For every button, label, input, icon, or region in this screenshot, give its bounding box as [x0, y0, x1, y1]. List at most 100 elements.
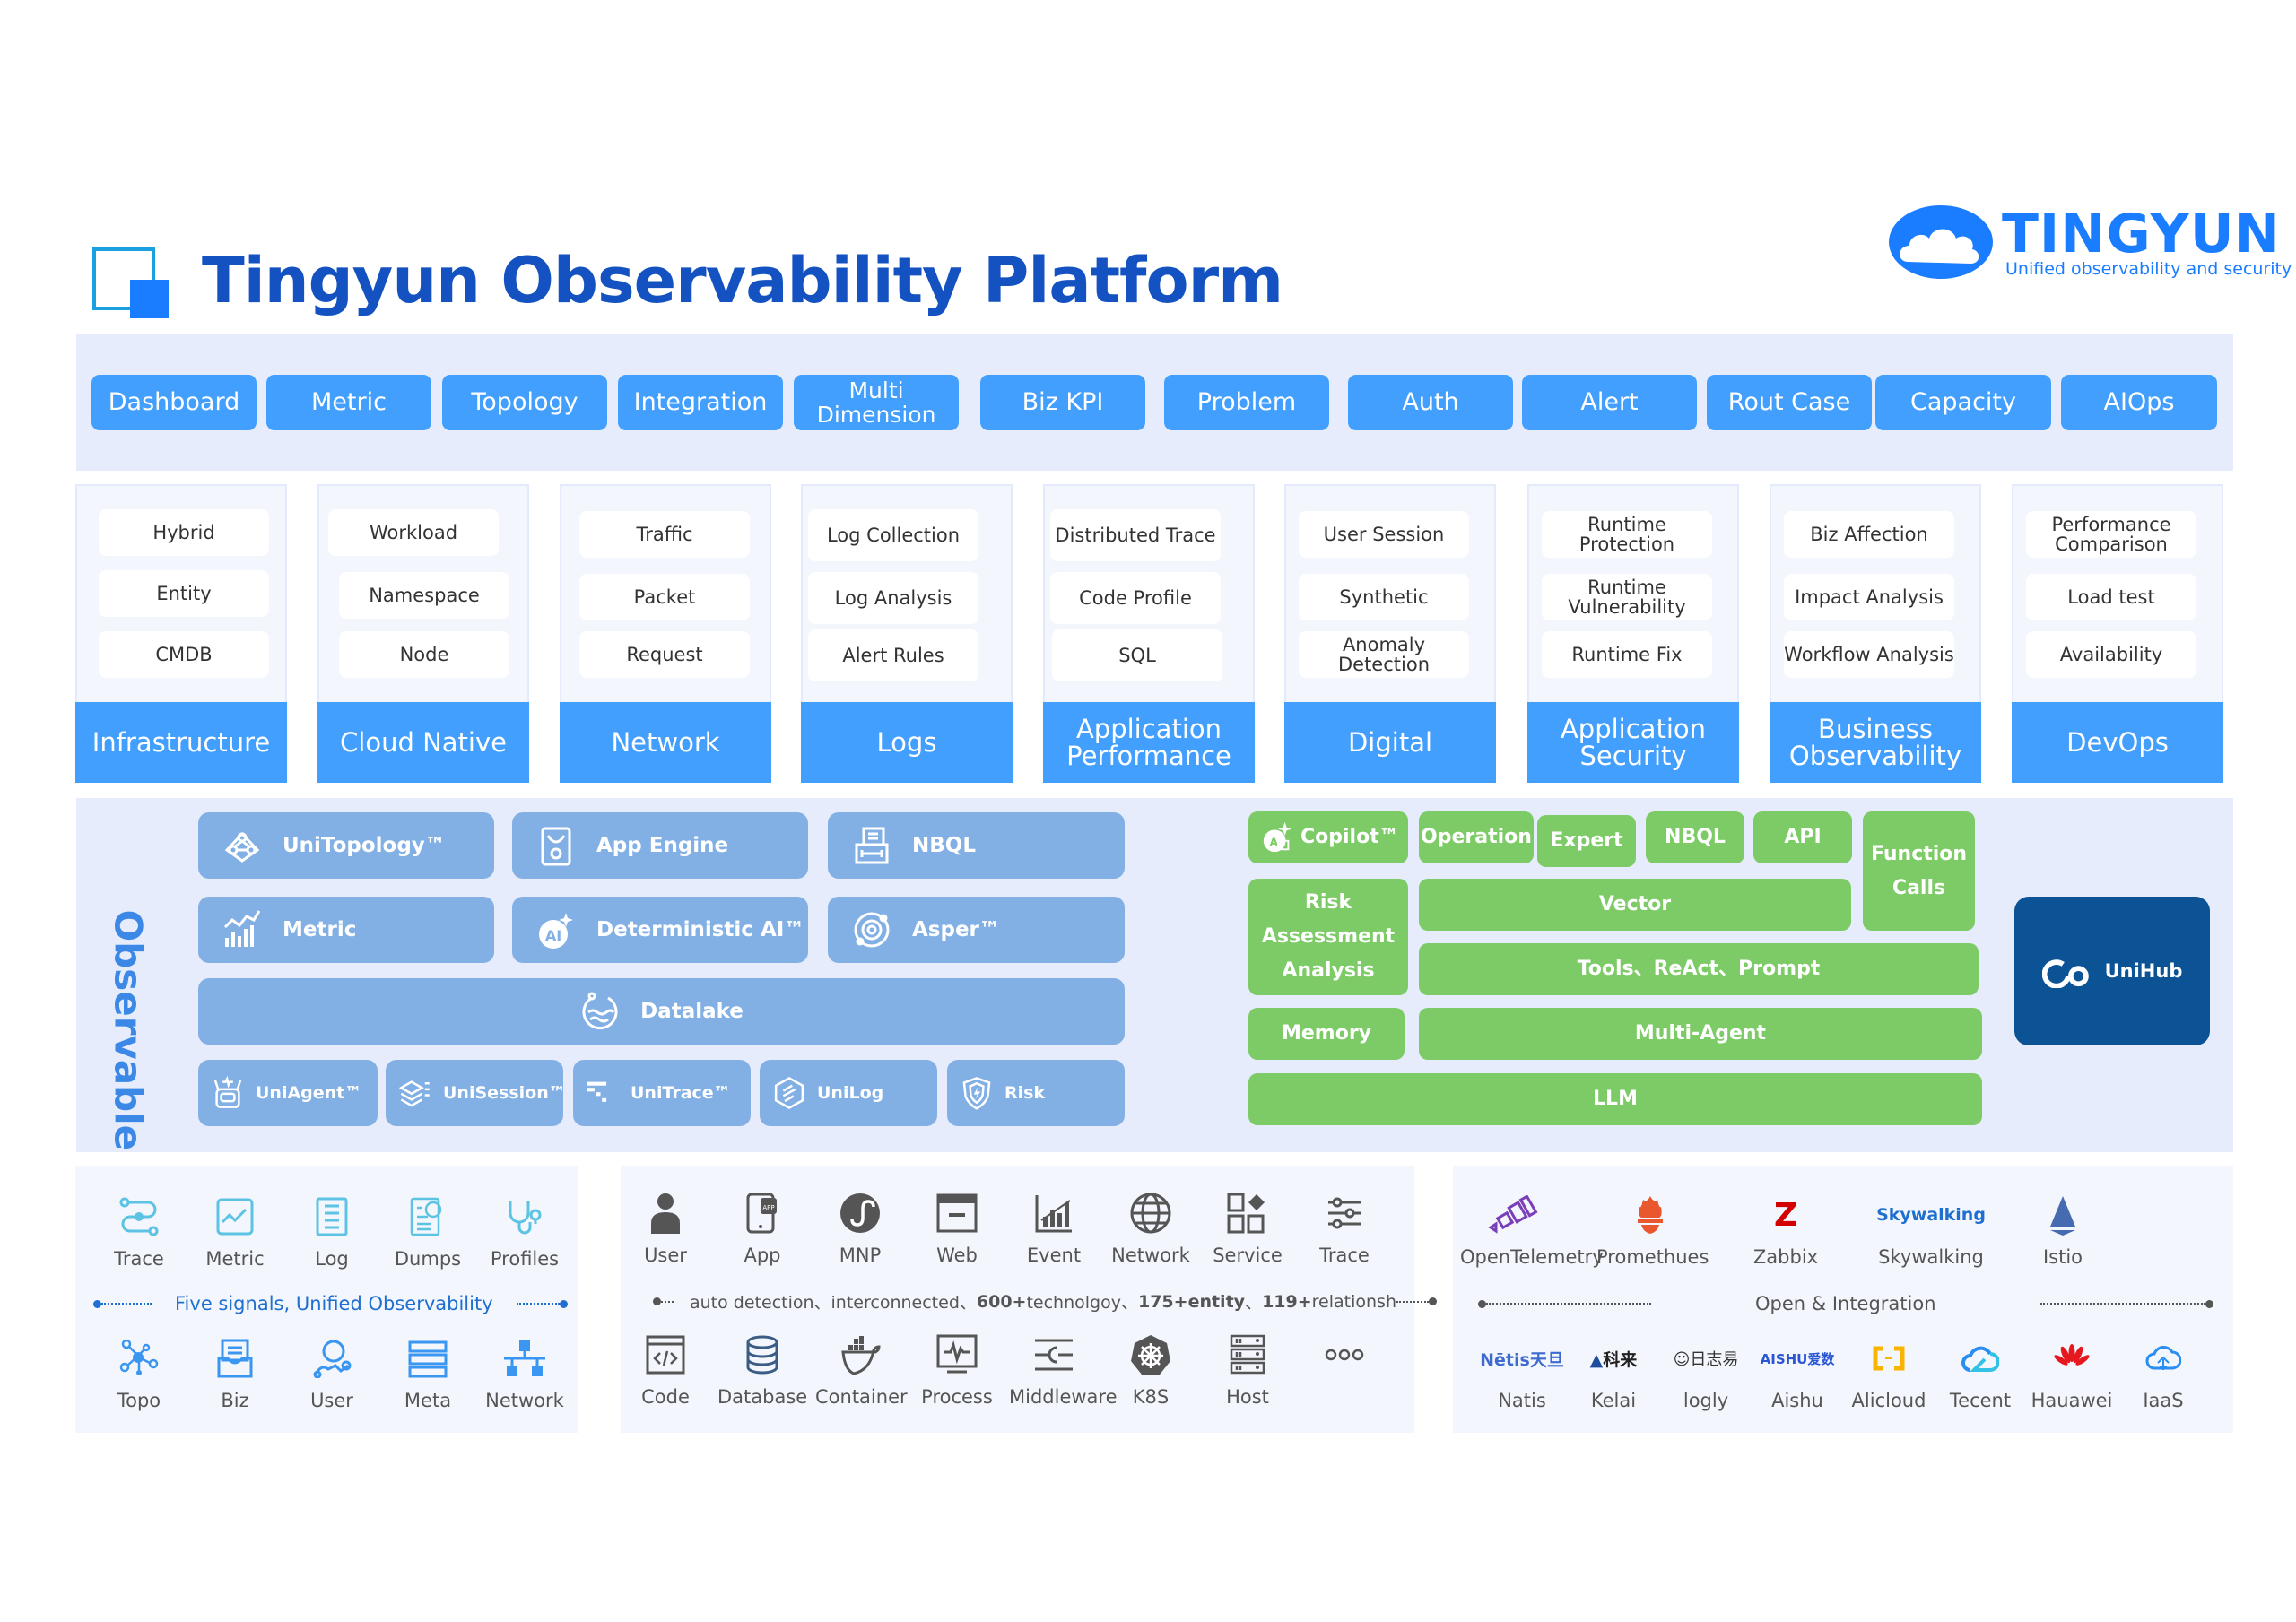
entity-code[interactable]: Code — [621, 1332, 710, 1408]
signal-biz[interactable]: Biz — [190, 1336, 280, 1411]
ai-multi-agent[interactable]: Multi-Agent — [1419, 1008, 1982, 1060]
entity-web[interactable]: Web — [912, 1191, 1002, 1266]
unihub-card[interactable]: UniHub — [2014, 897, 2210, 1045]
module-label[interactable]: Application Security — [1527, 702, 1739, 783]
agent-unitrace[interactable]: UniTrace™ — [573, 1060, 751, 1126]
module-item[interactable]: Availability — [2026, 631, 2196, 678]
engine-app-engine[interactable]: App Engine — [512, 812, 808, 879]
header-button-biz-kpi[interactable]: Biz KPI — [980, 375, 1145, 430]
agent-unisession[interactable]: UniSession™ — [386, 1060, 566, 1126]
engine-metric[interactable]: Metric — [198, 897, 494, 963]
module-item[interactable]: Runtime Protection — [1542, 511, 1712, 558]
header-button-integration[interactable]: Integration — [618, 375, 783, 430]
module-item[interactable]: Impact Analysis — [1784, 574, 1954, 620]
module-item[interactable]: Packet — [579, 574, 750, 620]
module-label[interactable]: Logs — [801, 702, 1013, 783]
ai-expert[interactable]: Expert — [1537, 815, 1636, 867]
signal-network[interactable]: Network — [480, 1336, 570, 1411]
entity-host[interactable]: Host — [1203, 1332, 1292, 1408]
module-label[interactable]: Business Observability — [1770, 702, 1981, 783]
ai-tools-react-prompt[interactable]: Tools、ReAct、Prompt — [1419, 943, 1979, 995]
signal-metric[interactable]: Metric — [190, 1194, 280, 1270]
module-item[interactable]: Node — [339, 631, 509, 678]
module-item[interactable]: Distributed Trace — [1050, 509, 1221, 561]
header-button-problem[interactable]: Problem — [1164, 375, 1329, 430]
entity-more[interactable] — [1300, 1332, 1389, 1377]
module-item[interactable]: Hybrid — [99, 509, 269, 556]
module-item[interactable]: Synthetic — [1299, 574, 1469, 620]
module-item[interactable]: Log Analysis — [808, 572, 978, 624]
module-item[interactable]: CMDB — [99, 631, 269, 678]
module-item[interactable]: Code Profile — [1050, 572, 1221, 624]
integration-alicloud[interactable]: Alicloud — [1844, 1336, 1934, 1411]
module-item[interactable]: Log Collection — [808, 509, 978, 561]
header-button-alert[interactable]: Alert — [1522, 375, 1697, 430]
header-button-dashboard[interactable]: Dashboard — [91, 375, 257, 430]
ai-nbql[interactable]: NBQL — [1646, 811, 1744, 863]
engine-nbql[interactable]: NBQL — [828, 812, 1125, 879]
integration-logly[interactable]: ☺日志易 logly — [1661, 1336, 1751, 1411]
entity-network[interactable]: Network — [1106, 1191, 1196, 1266]
signal-topo[interactable]: Topo — [94, 1336, 184, 1411]
entity-user[interactable]: User — [621, 1191, 710, 1266]
module-item[interactable]: Runtime Fix — [1542, 631, 1712, 678]
integration-kelai[interactable]: ▲科来 Kelai — [1569, 1336, 1658, 1412]
entity-process[interactable]: Process — [912, 1332, 1002, 1408]
module-item[interactable]: Performance Comparison — [2026, 511, 2196, 558]
integration-prometheus[interactable]: Promethues — [1596, 1193, 1709, 1268]
header-button-metric[interactable]: Metric — [266, 375, 431, 430]
integration-aishu[interactable]: AISHU爱数 Aishu — [1752, 1336, 1842, 1412]
entity-container[interactable]: Container — [815, 1332, 908, 1408]
entity-middleware[interactable]: Middleware — [1009, 1332, 1118, 1408]
header-button-topology[interactable]: Topology — [442, 375, 607, 430]
entity-event[interactable]: Event — [1009, 1191, 1099, 1266]
module-item[interactable]: Request — [579, 631, 750, 678]
header-button-capacity[interactable]: Capacity — [1875, 375, 2051, 430]
ai-risk-assessment[interactable]: Risk Assessment Analysis — [1248, 879, 1408, 995]
integration-istio[interactable]: Istio — [2018, 1193, 2108, 1268]
module-item[interactable]: Traffic — [579, 511, 750, 558]
entity-service[interactable]: Service — [1203, 1191, 1292, 1266]
ai-api[interactable]: API — [1753, 811, 1852, 863]
module-item[interactable]: Biz Affection — [1784, 511, 1954, 558]
integration-huawei[interactable]: Hauawei — [2027, 1336, 2117, 1411]
module-item[interactable]: Load test — [2026, 574, 2196, 620]
module-item[interactable]: Anomaly Detection — [1299, 631, 1469, 678]
module-item[interactable]: User Session — [1299, 511, 1469, 558]
entity-trace[interactable]: Trace — [1300, 1191, 1389, 1266]
header-button-auth[interactable]: Auth — [1348, 375, 1513, 430]
entity-mnp[interactable]: MNP — [815, 1191, 905, 1266]
header-button-aiops[interactable]: AIOps — [2061, 375, 2217, 430]
module-label[interactable]: Application Performance — [1043, 702, 1255, 783]
agent-unilog[interactable]: UniLog — [760, 1060, 937, 1126]
engine-asper[interactable]: Asper™ — [828, 897, 1125, 963]
module-item[interactable]: SQL — [1052, 629, 1222, 681]
signal-log[interactable]: Log — [287, 1194, 377, 1270]
signal-dumps[interactable]: Dumps — [383, 1194, 473, 1270]
ai-llm[interactable]: LLM — [1248, 1073, 1982, 1125]
engine-unitopology[interactable]: UniTopology™ — [198, 812, 494, 879]
integration-iaas[interactable]: IaaS — [2118, 1336, 2208, 1411]
ai-copilot[interactable]: A Copilot™ — [1248, 811, 1408, 863]
entity-k8s[interactable]: K8S — [1106, 1332, 1196, 1408]
module-item[interactable]: Entity — [99, 570, 269, 617]
agent-risk[interactable]: Risk — [947, 1060, 1125, 1126]
ai-function-calls[interactable]: Function Calls — [1863, 811, 1975, 931]
signal-user[interactable]: User — [287, 1336, 377, 1411]
engine-deterministic-ai[interactable]: AI Deterministic AI™ — [512, 897, 808, 963]
module-label[interactable]: Infrastructure — [75, 702, 287, 783]
header-button-rout-case[interactable]: Rout Case — [1707, 375, 1872, 430]
signal-meta[interactable]: Meta — [383, 1336, 473, 1411]
entity-app[interactable]: APP App — [718, 1191, 807, 1266]
signal-trace[interactable]: Trace — [94, 1194, 184, 1270]
module-item[interactable]: Runtime Vulnerability — [1542, 574, 1712, 620]
module-label[interactable]: Digital — [1284, 702, 1496, 783]
agent-uniagent[interactable]: UniAgent™ — [198, 1060, 378, 1126]
ai-memory[interactable]: Memory — [1248, 1008, 1405, 1060]
ai-operation[interactable]: Operation — [1419, 811, 1534, 863]
module-item[interactable]: Workflow Analysis — [1784, 631, 1954, 678]
signal-profiles[interactable]: Profiles — [480, 1194, 570, 1270]
integration-zabbix[interactable]: Z Zabbix — [1741, 1193, 1831, 1269]
integration-opentelemetry[interactable]: OpenTelemetry — [1460, 1193, 1604, 1268]
ai-vector[interactable]: Vector — [1419, 879, 1851, 931]
